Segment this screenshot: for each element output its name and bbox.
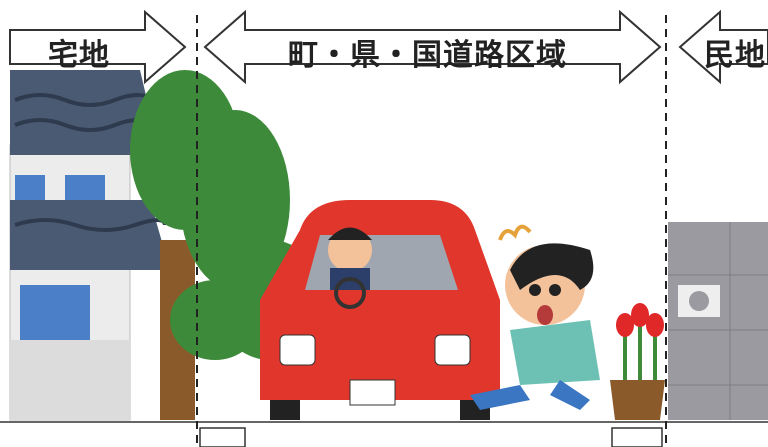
flower-pot [610, 303, 665, 420]
middle-zone-double-arrow [203, 9, 662, 85]
right-zone-arrow [678, 9, 768, 85]
left-zone-arrow [9, 9, 187, 85]
zone-label-residential: 宅地 [48, 38, 110, 73]
block-wall [668, 222, 768, 420]
house [9, 70, 170, 421]
car [260, 200, 500, 420]
zone-label-private: 民地 [704, 38, 766, 73]
ground [0, 421, 768, 447]
running-child [470, 224, 600, 410]
zone-label-road: 町・県・国道路区域 [288, 38, 567, 73]
